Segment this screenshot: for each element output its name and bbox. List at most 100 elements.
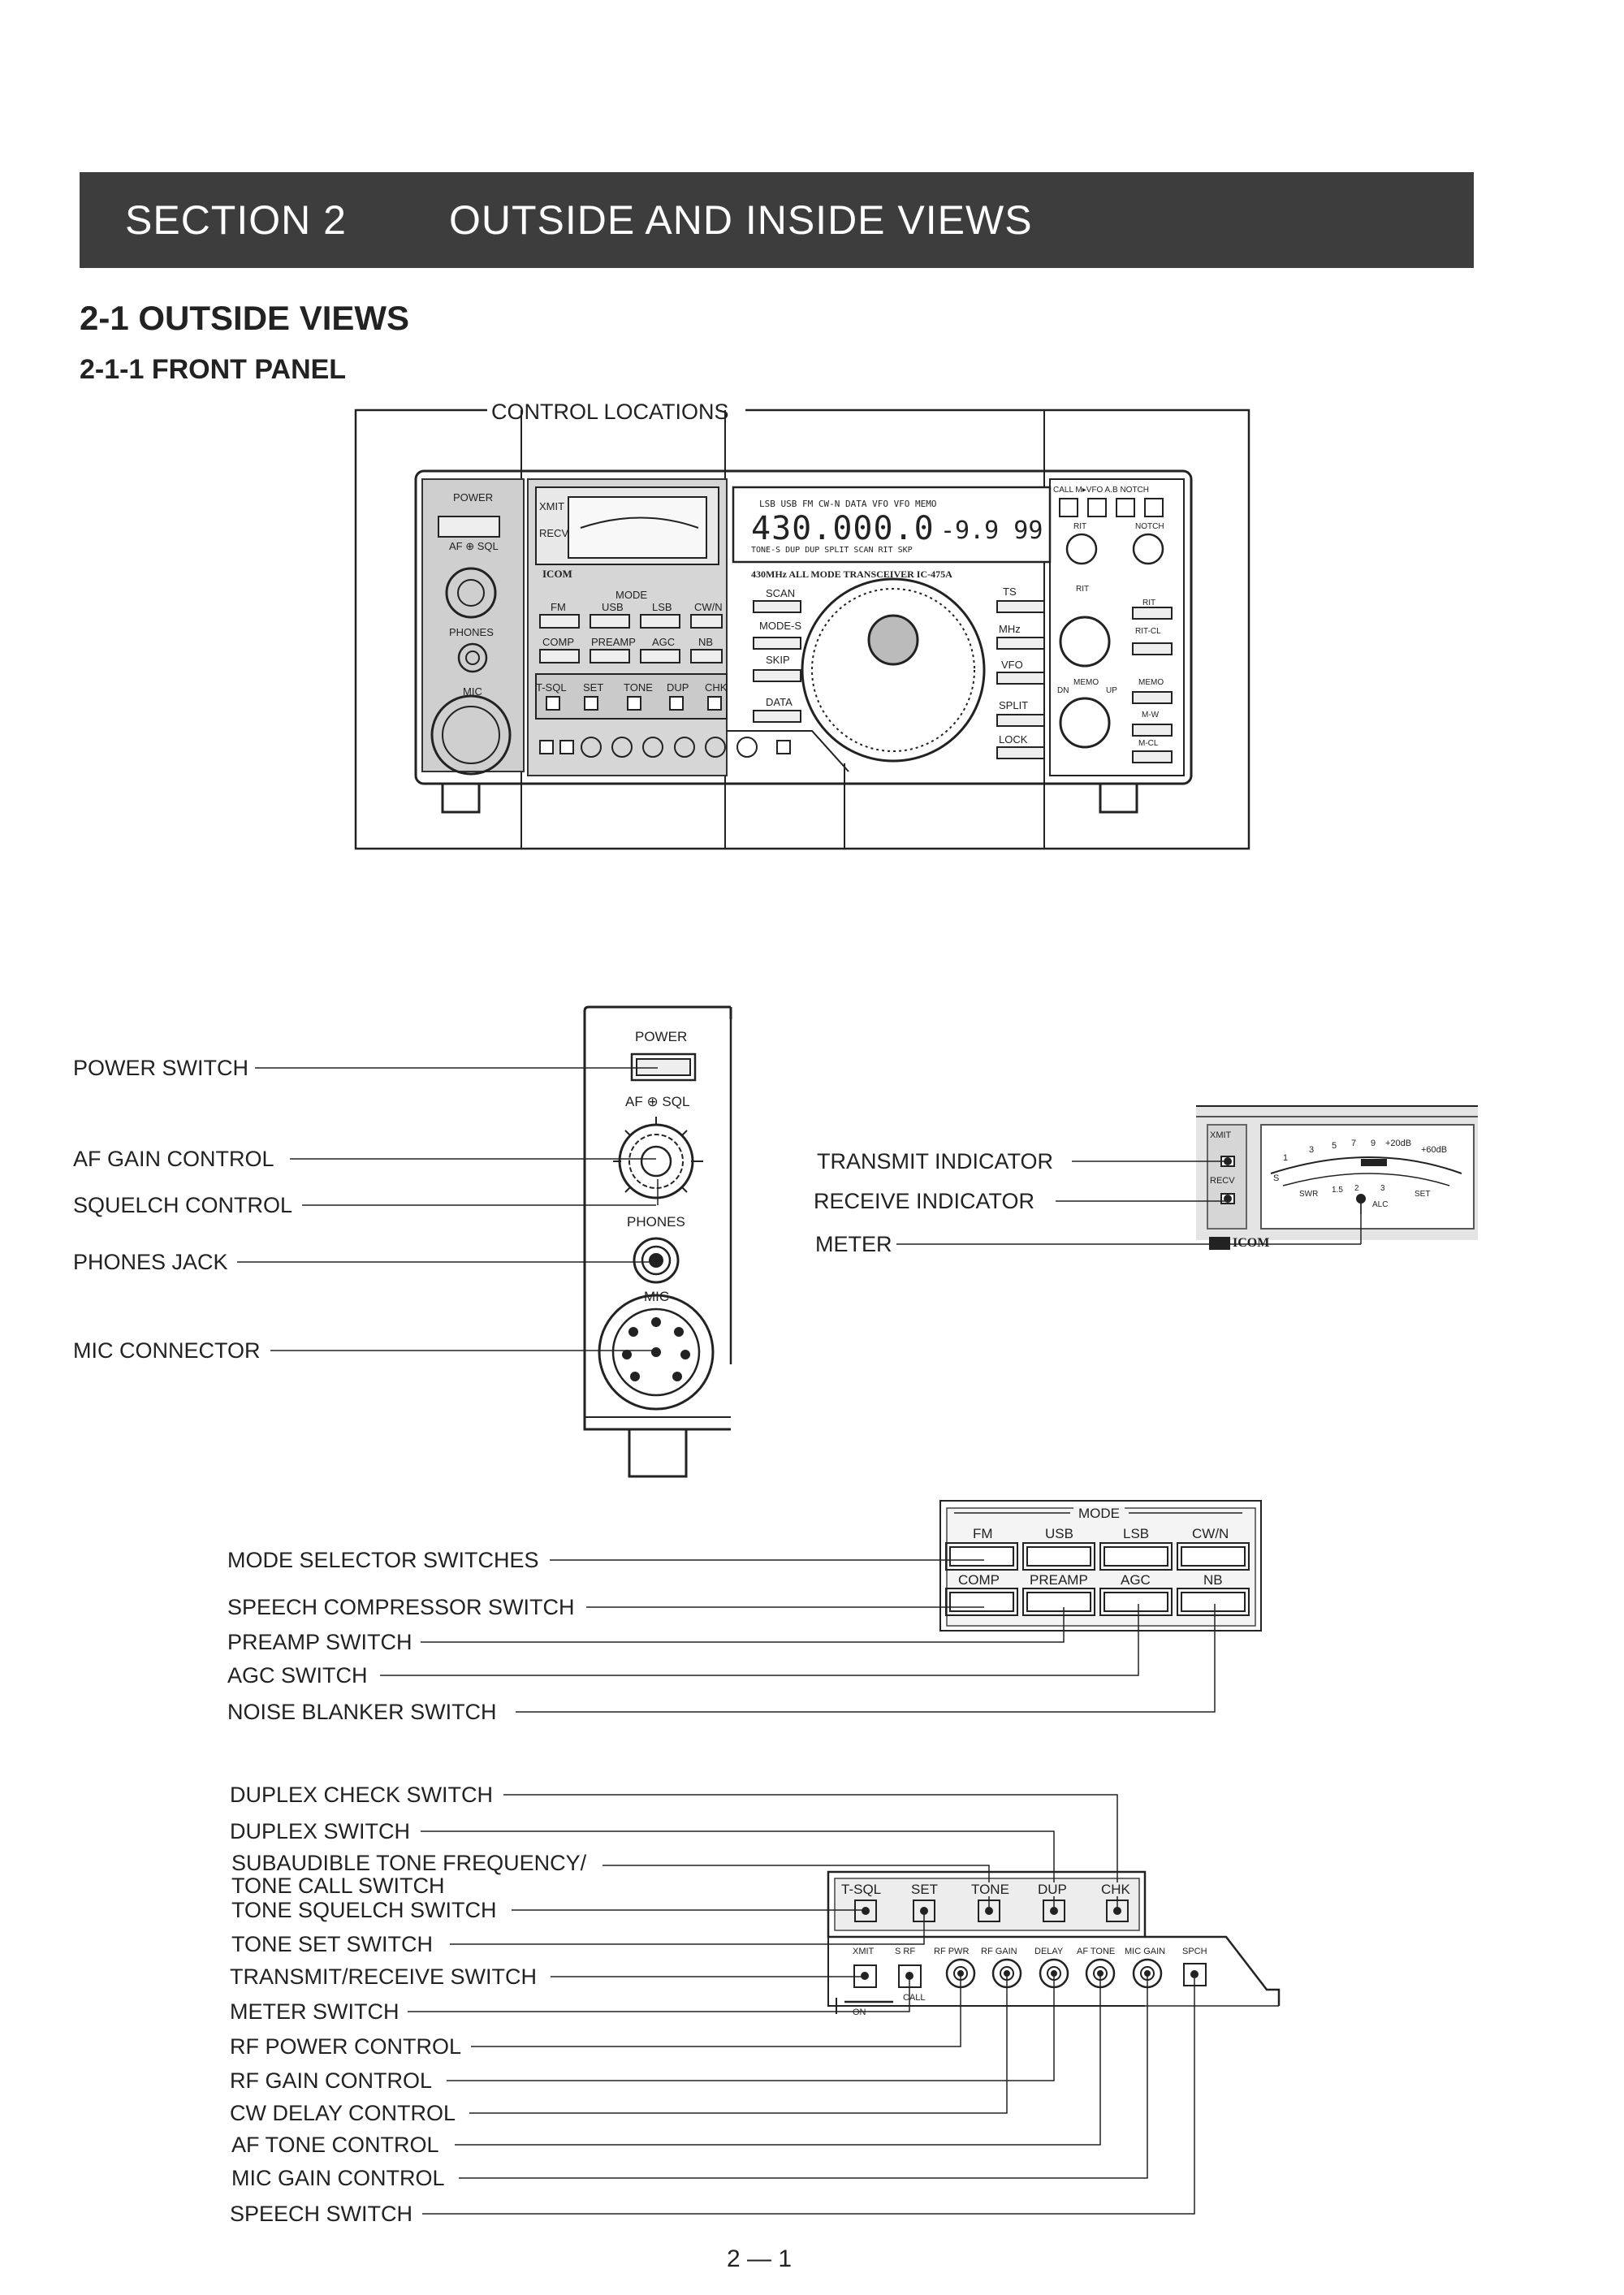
radio-mode-fm: FM	[551, 601, 566, 613]
radio-mode-header: MODE	[615, 589, 647, 601]
mode-detail-cwn: CW/N	[1192, 1526, 1229, 1541]
radio-mcl-label: M-CL	[1138, 739, 1159, 748]
radio-tone-dup: DUP	[667, 681, 689, 694]
knob-detail-srf: S RF	[895, 1947, 916, 1956]
callout-mic-gain-control: MIC GAIN CONTROL	[231, 2168, 448, 2189]
heading-outside-views: 2-1 OUTSIDE VIEWS	[80, 299, 410, 337]
callout-meter: METER	[815, 1232, 894, 1256]
callout-transmit-indicator: TRANSMIT INDICATOR	[817, 1151, 1057, 1173]
section-banner: SECTION 2 OUTSIDE AND INSIDE VIEWS	[80, 172, 1474, 268]
radio-rit-key-label: RIT	[1142, 599, 1156, 607]
meter-scale-3: 3	[1309, 1145, 1315, 1155]
knob-detail-delay: DELAY	[1034, 1947, 1064, 1956]
callout-line	[421, 1607, 1065, 1643]
callout-line	[450, 1911, 925, 1945]
radio-key-scan: SCAN	[766, 587, 796, 599]
callout-line	[455, 1973, 1101, 2146]
meter-scale-2: 2	[1354, 1184, 1359, 1193]
meter-scale-7: 7	[1351, 1139, 1357, 1148]
radio-key-modes: MODE-S	[759, 620, 801, 632]
meter-detail	[1196, 1105, 1478, 1250]
callout-transmit-receive-switch: TRANSMIT/RECEIVE SWITCH	[230, 1966, 541, 1988]
callout-rf-power-control: RF POWER CONTROL	[230, 2036, 465, 2058]
meter-recv-label: RECV	[1210, 1176, 1235, 1186]
radio-tone-tone: TONE	[624, 681, 653, 694]
radio-notch-label: NOTCH	[1135, 522, 1164, 531]
callout-power-switch: POWER SWITCH	[73, 1057, 252, 1079]
knob-detail-micgain: MIC GAIN	[1125, 1947, 1166, 1956]
radio-mode-nb: NB	[698, 636, 714, 648]
lcd-status-line: TONE-S DUP DUP SPLIT SCAN RIT SKP	[751, 546, 913, 555]
panel-phones-label: PHONES	[627, 1214, 685, 1230]
radio-key-ts: TS	[1003, 586, 1017, 598]
callout-meter-switch: METER SWITCH	[230, 2001, 403, 2023]
meter-scale-swr: SWR	[1299, 1190, 1319, 1199]
meter-scale-20db: +20dB	[1385, 1139, 1412, 1148]
radio-af-sql-label: AF ⊕ SQL	[449, 540, 499, 552]
meter-scale-s: S	[1273, 1173, 1280, 1183]
callout-phones-jack: PHONES JACK	[73, 1251, 231, 1273]
meter-scale-set: SET	[1415, 1190, 1431, 1199]
radio-key-mhz: MHz	[999, 623, 1021, 635]
callout-subaudible-tone-frequency: SUBAUDIBLE TONE FREQUENCY/	[231, 1851, 587, 1875]
callout-line	[516, 1604, 1216, 1713]
mode-detail-nb: NB	[1203, 1572, 1223, 1588]
mode-detail-lsb: LSB	[1123, 1526, 1150, 1541]
callout-mic-connector: MIC CONNECTOR	[73, 1340, 270, 1362]
radio-mw-label: M-W	[1142, 711, 1160, 720]
radio-dn-label: DN	[1057, 686, 1069, 695]
callout-line	[459, 1973, 1148, 2179]
panel-mic-label: MIC	[644, 1289, 670, 1304]
tone-detail-tone: TONE	[971, 1882, 1009, 1897]
tone-knob-detail	[827, 1870, 1281, 2014]
callout-tone-call-switch: TONE CALL SWITCH	[231, 1875, 448, 1897]
meter-scale-9: 9	[1371, 1139, 1376, 1148]
callout-noise-blanker-switch: NOISE BLANKER SWITCH	[227, 1701, 500, 1723]
knob-detail-xmit: XMIT	[853, 1947, 875, 1956]
lcd-mode-line: LSB USB FM CW-N DATA VFO VFO MEMO	[759, 499, 937, 509]
control-locations-frame	[354, 408, 1250, 850]
radio-recv-label: RECV	[539, 527, 569, 539]
radio-mode-comp: COMP	[542, 636, 574, 648]
lcd-frequency: 430.000.0	[751, 510, 935, 547]
knob-detail-rfpwr: RF PWR	[934, 1947, 970, 1956]
radio-power-label: POWER	[453, 491, 494, 504]
meter-scale-3b: 3	[1380, 1184, 1385, 1193]
meter-scale-alc: ALC	[1372, 1200, 1389, 1209]
meter-scale-1: 1	[1283, 1153, 1289, 1163]
mode-detail-agc: AGC	[1121, 1572, 1151, 1588]
callout-line	[422, 1974, 1195, 2215]
panel-power-label: POWER	[635, 1029, 688, 1044]
callout-tone-set-switch: TONE SET SWITCH	[231, 1934, 437, 1956]
callout-preamp-switch: PREAMP SWITCH	[227, 1632, 416, 1653]
callout-receive-indicator: RECEIVE INDICATOR	[814, 1191, 1045, 1212]
knob-detail-call: CALL	[903, 1993, 926, 2003]
callout-duplex-check-switch: DUPLEX CHECK SWITCH	[230, 1784, 497, 1806]
callout-speech-compressor-switch: SPEECH COMPRESSOR SWITCH	[227, 1597, 578, 1619]
meter-brand-logo: ICOM	[1233, 1236, 1270, 1250]
tone-detail-chk: CHK	[1101, 1882, 1130, 1897]
meter-scale-5: 5	[1332, 1141, 1337, 1151]
tone-detail-tsql: T-SQL	[841, 1882, 882, 1897]
radio-key-vfo: VFO	[1001, 659, 1023, 671]
radio-mode-cwn: CW/N	[694, 601, 723, 613]
radio-mic-label: MIC	[463, 685, 482, 698]
meter-xmit-label: XMIT	[1210, 1130, 1232, 1140]
radio-mode-agc: AGC	[652, 636, 676, 648]
callout-af-tone-control: AF TONE CONTROL	[231, 2134, 443, 2156]
radio-top-right-labels: CALL M▸VFO A.B NOTCH	[1053, 486, 1150, 495]
heading-front-panel: 2-1-1 FRONT PANEL	[80, 354, 347, 385]
callout-mode-selector-switches: MODE SELECTOR SWITCHES	[227, 1549, 542, 1571]
callout-line	[447, 1973, 1055, 2081]
mode-detail-usb: USB	[1045, 1526, 1073, 1541]
radio-key-split: SPLIT	[999, 699, 1029, 711]
radio-key-data: DATA	[766, 696, 793, 708]
mode-detail-fm: FM	[973, 1526, 993, 1541]
left-panel-detail	[583, 1005, 732, 1478]
radio-front-panel	[414, 469, 1193, 814]
callout-tone-squelch-switch: TONE SQUELCH SWITCH	[231, 1900, 500, 1921]
mode-detail-header: MODE	[1073, 1506, 1125, 1520]
callout-line	[408, 1976, 910, 2012]
radio-brand-logo: ICOM	[542, 568, 572, 580]
callout-line	[471, 1973, 961, 2047]
